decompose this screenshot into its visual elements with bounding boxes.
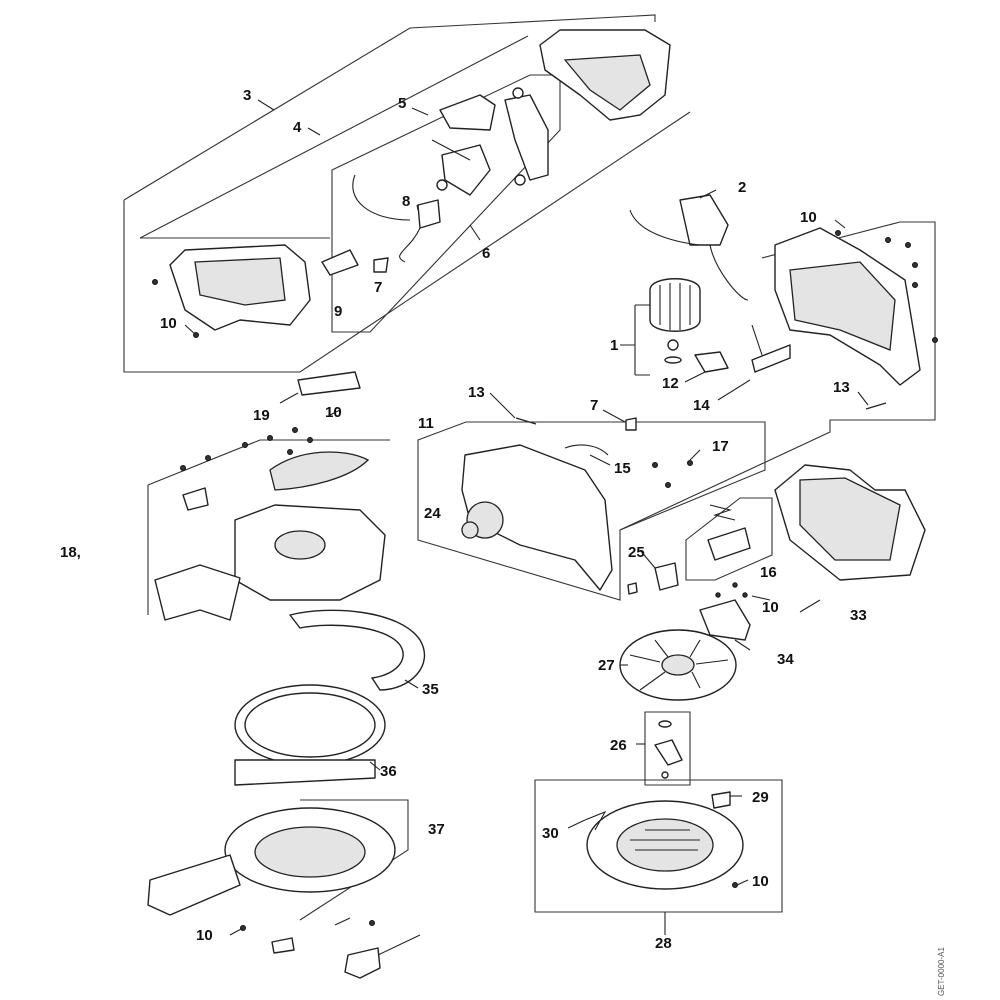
part-32-bracket — [699, 599, 751, 641]
frame-18 — [147, 439, 390, 615]
callout-34: 36 — [380, 763, 397, 780]
callout-35: 37 — [428, 821, 445, 838]
callout-8: 8 — [402, 193, 410, 210]
callout-18: 18, — [60, 544, 81, 561]
callout-15: 14 — [693, 397, 710, 414]
callout-13-left: 13 — [468, 384, 485, 401]
callout-2: 2 — [738, 179, 746, 196]
part-7-clip — [373, 257, 389, 273]
frame-26 — [644, 711, 691, 786]
drawing-code: GET-0000-A1 — [937, 947, 946, 996]
callout-16: 16 — [760, 564, 777, 581]
callout-5: 5 — [398, 95, 406, 112]
part-15-plug — [751, 344, 791, 373]
frame-11 — [417, 421, 766, 601]
frame-16 — [685, 497, 773, 581]
callout-7-lower: 7 — [590, 397, 598, 414]
part-9-clip — [321, 249, 359, 276]
part-16-latch — [707, 527, 751, 561]
callout-10-mid: 10 — [325, 404, 342, 421]
leader-lines — [184, 99, 869, 956]
callout-10-filter: 10 — [752, 873, 769, 890]
callout-33: 35 — [422, 681, 439, 698]
callout-28: 28 — [655, 935, 672, 952]
frame-4 — [139, 35, 529, 239]
parts — [147, 29, 938, 979]
part-13-pin — [515, 417, 537, 425]
part-37-clip — [344, 947, 381, 979]
part-12-bracket — [694, 351, 729, 373]
callout-4: 4 — [293, 119, 302, 136]
callout-32: 34 — [777, 651, 794, 668]
callout-24: 24 — [424, 505, 441, 522]
part-14-spring — [564, 444, 609, 456]
callout-3: 3 — [243, 87, 251, 104]
callout-26: 26 — [610, 737, 627, 754]
callout-19: 19 — [253, 407, 270, 424]
callout-14: 15 — [614, 460, 631, 477]
part-24-badge — [461, 521, 479, 539]
frame-right-housing — [619, 221, 936, 531]
callout-27: 27 — [598, 657, 615, 674]
callout-17: 17 — [712, 438, 729, 455]
callout-12: 12 — [662, 375, 679, 392]
part-25-clip — [654, 562, 679, 591]
callout-1: 1 — [610, 337, 618, 354]
callout-labels: 3 4 5 6 7 8 9 10 10 10 10 10 10 2 1 12 1… — [60, 87, 946, 996]
callout-10-right: 10 — [800, 209, 817, 226]
part-33-hose — [289, 609, 426, 691]
part-36-seal — [271, 937, 295, 954]
part-circuit-board — [679, 194, 729, 246]
callout-7-upper: 7 — [374, 279, 382, 296]
part-19-gasket — [297, 371, 361, 396]
callout-29: 29 — [752, 789, 769, 806]
callout-9: 9 — [334, 303, 342, 320]
callout-10-bottom: 10 — [196, 927, 213, 944]
frame-28 — [534, 779, 783, 913]
part-switch-lever — [439, 94, 496, 131]
callout-11: 11 — [418, 415, 434, 432]
callout-31: 33 — [850, 607, 867, 624]
part-motor — [649, 278, 701, 332]
screws-left — [152, 279, 313, 471]
callout-10-left: 10 — [160, 315, 177, 332]
part-switch-8 — [417, 199, 441, 229]
callout-30: 30 — [542, 825, 559, 842]
frame-3 — [123, 14, 691, 373]
callout-6: 6 — [482, 245, 490, 262]
part-spring — [512, 87, 524, 99]
part-fan-housing-cover — [461, 444, 613, 591]
frame-5 — [331, 74, 561, 333]
screws-right — [835, 230, 938, 343]
part-trigger — [504, 94, 549, 181]
callout-25: 25 — [628, 544, 645, 561]
callout-13-right: 13 — [833, 379, 850, 396]
callout-10-latch: 10 — [762, 599, 779, 616]
